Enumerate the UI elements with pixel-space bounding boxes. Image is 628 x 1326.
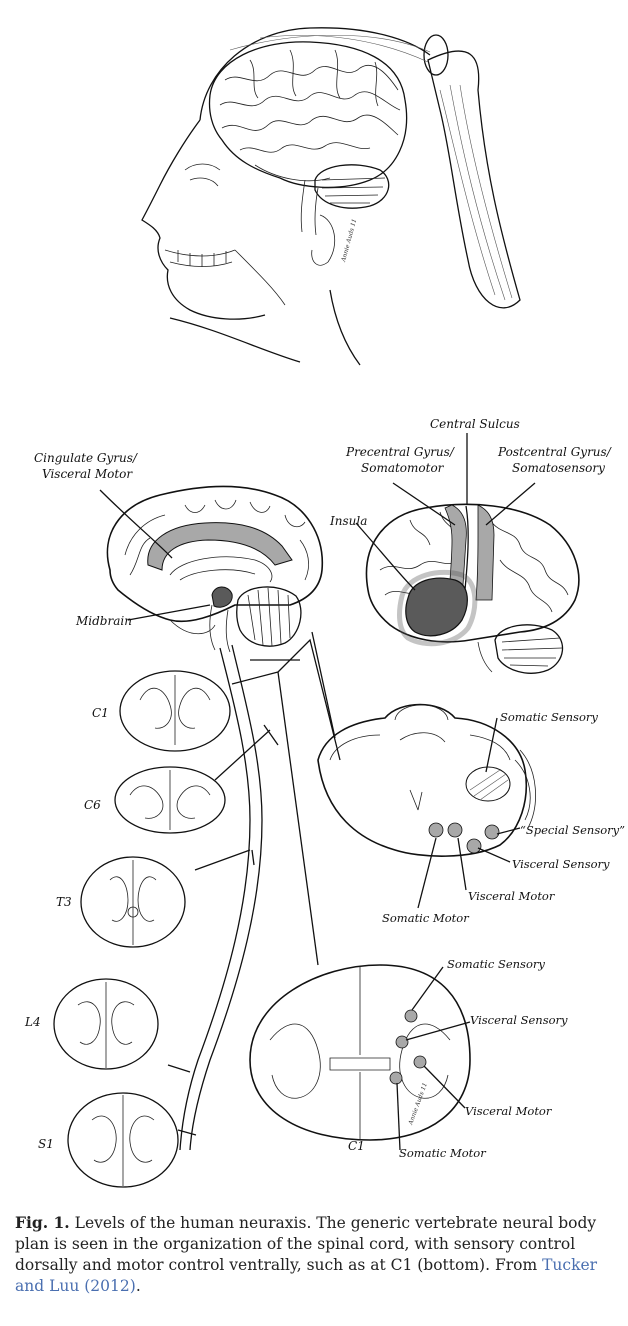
label-special-sensory: “Special Sensory” [520, 823, 625, 837]
label-cord-somatic-sensory: Somatic Sensory [447, 957, 545, 971]
spinal-section-c1-large: Annie Auds 11 [249, 964, 471, 1141]
artist-signature-top: Annie Auds 11 [340, 218, 358, 263]
spinal-cord-chain [167, 644, 279, 1151]
artist-signature-bottom: Annie Auds 11 [407, 1082, 429, 1127]
label-midbrain: Midbrain [75, 614, 132, 628]
label-t3: T3 [56, 895, 72, 909]
label-cord-somatic-motor: Somatic Motor [399, 1146, 487, 1160]
label-somatosensory: Somatosensory [512, 461, 605, 475]
figure-caption: Fig. 1. Levels of the human neuraxis. Th… [15, 1212, 615, 1297]
label-cord-visceral-sensory: Visceral Sensory [470, 1013, 568, 1027]
lateral-brain-illustration [365, 503, 580, 674]
label-l4: L4 [24, 1015, 41, 1029]
label-visceral-motor-cingulate: Visceral Motor [42, 467, 133, 481]
section-s1 [67, 1092, 179, 1188]
brainstem-section [317, 703, 536, 857]
caption-text: Levels of the human neuraxis. The generi… [15, 1214, 597, 1274]
label-c1-large: C1 [348, 1139, 365, 1153]
head-illustration: Annie Auds 11 [141, 27, 521, 366]
figure-labels: Cingulate Gyrus/ Visceral Motor Central … [24, 417, 625, 1160]
label-brainstem-somatic-sensory: Somatic Sensory [500, 710, 598, 724]
caption-end: . [135, 1277, 141, 1295]
label-c1-small: C1 [92, 706, 109, 720]
reference-link[interactable]: Tucker and Luu (2012) [15, 1256, 598, 1295]
label-postcentral-gyrus: Postcentral Gyrus/ [497, 445, 613, 459]
label-brainstem-visceral-motor: Visceral Motor [468, 889, 556, 903]
leader-lines [99, 433, 536, 1151]
section-c1-small [119, 670, 231, 752]
section-t3 [80, 856, 186, 948]
medial-brain-illustration [106, 485, 324, 653]
label-insula: Insula [329, 514, 367, 528]
label-brainstem-somatic-motor: Somatic Motor [382, 911, 470, 925]
neuraxis-figure: Annie Auds 11 [24, 27, 625, 1188]
label-s1: S1 [38, 1137, 54, 1151]
label-precentral-gyrus: Precentral Gyrus/ [345, 445, 456, 459]
figure-number: Fig. 1. [15, 1213, 70, 1232]
label-cingulate-gyrus: Cingulate Gyrus/ [34, 451, 139, 465]
label-brainstem-visceral-sensory: Visceral Sensory [512, 857, 610, 871]
label-cord-visceral-motor: Visceral Motor [465, 1104, 553, 1118]
label-c6: C6 [84, 798, 101, 812]
label-somatomotor: Somatomotor [361, 461, 445, 475]
section-c6 [114, 766, 226, 834]
section-l4 [53, 978, 159, 1070]
label-central-sulcus: Central Sulcus [430, 417, 520, 431]
